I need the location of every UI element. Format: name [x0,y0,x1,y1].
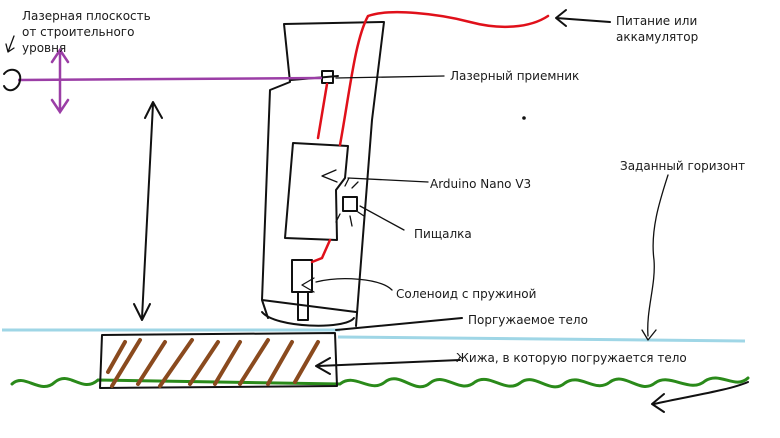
pointer-arduino [347,177,429,183]
label-given-horizon: Заданный горизонт [620,159,745,173]
ground-line [10,376,750,389]
laser-beam [17,76,323,82]
arduino-arrow-inner [321,169,338,183]
solenoid-arrow-inner [301,277,315,293]
label-buzzer: Пищалка [414,227,472,241]
label-laser-receiver: Лазерный приемник [450,69,579,83]
label-liquid: Жижа, в которую погружается тело [456,351,687,365]
label-solenoid: Соленоид с пружиной [396,287,536,301]
receiver-wire [316,82,329,140]
pointer-liquid [315,357,461,375]
label-arduino: Arduino Nano V3 [430,177,531,191]
pointer-ground-arrow [651,381,749,413]
buzzer-box [342,196,358,212]
pointer-buzzer [359,205,405,231]
label-power-2: аккамулятор [616,30,698,44]
laser-level-device [3,68,22,92]
solenoid-body [291,259,313,321]
label-power-1: Питание или [616,14,697,28]
pointer-submerged-body [335,317,463,331]
power-wire [338,10,550,147]
liquid-surface-line [2,328,746,343]
pointer-laser-plane [5,35,15,53]
pointer-solenoid [315,278,393,291]
label-laser-plane-1: Лазерная плоскость [22,9,151,23]
arduino-board [284,142,349,241]
submerged-body-outline [99,332,338,389]
stray-dot [522,116,526,120]
wood-grain [106,338,320,388]
laser-vertical-arrow [50,47,70,115]
label-laser-plane-3: уровня [22,41,66,55]
solenoid-wire [310,238,332,264]
pointer-power [555,9,611,27]
pointer-receiver [335,75,445,79]
pointer-horizon [641,174,669,341]
buzzer-sound-marks [335,177,365,227]
label-laser-plane-2: от строительного [22,25,134,39]
label-submerged-body: Поргужаемое тело [468,313,588,327]
device-bottom-cap [261,311,355,327]
height-double-arrow [133,101,163,321]
